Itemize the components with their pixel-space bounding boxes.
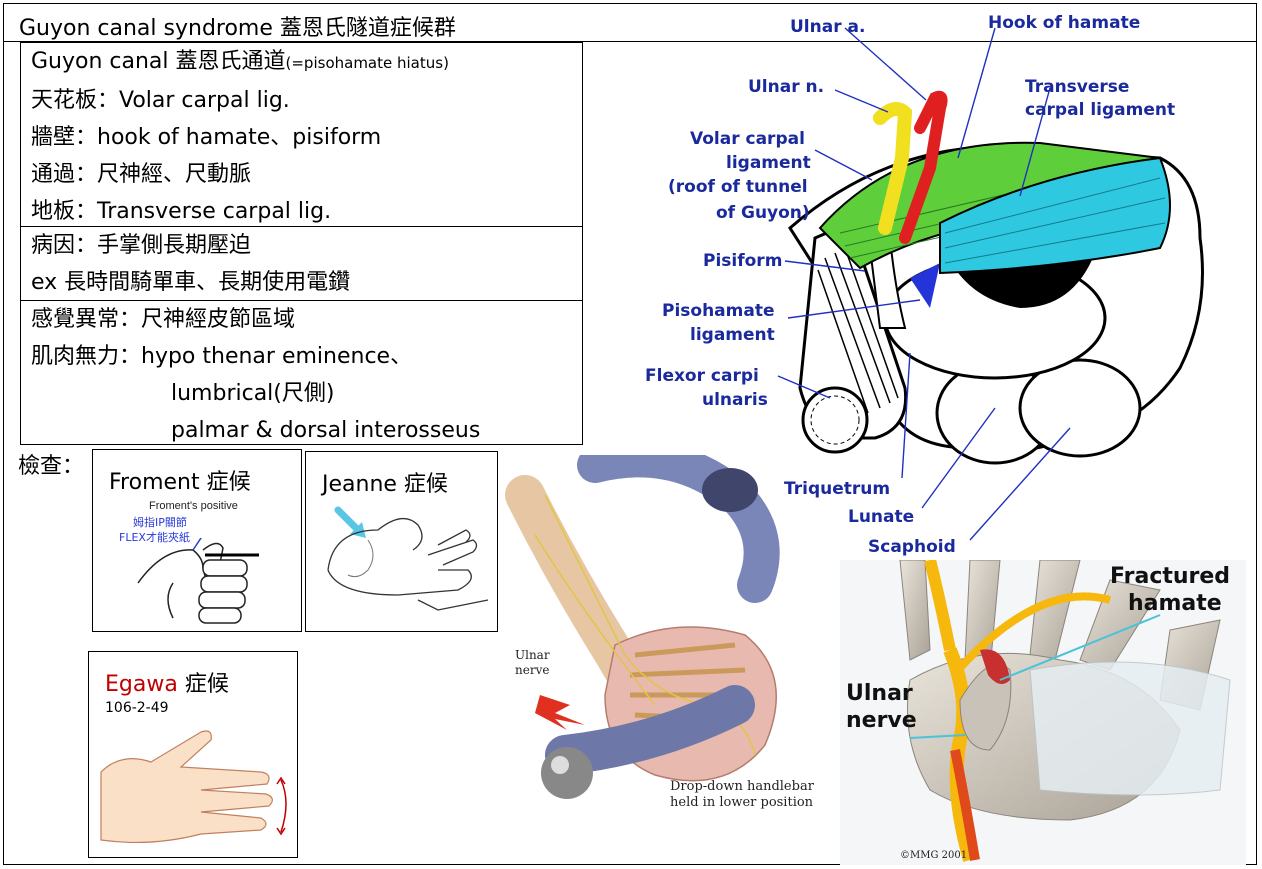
handlebar-caption-1: Drop-down handlebar	[670, 779, 814, 794]
guyon-anatomy-figure: Ulnar a. Hook of hamate Ulnar n. Transve…	[640, 8, 1252, 560]
froment-hand-illustration	[137, 538, 259, 624]
egawa-title-name: Egawa	[105, 672, 178, 697]
label-tcl-2: carpal ligament	[1025, 100, 1176, 120]
passing-line: 通過：尺神經、尺動脈	[31, 162, 252, 187]
notes-table: Guyon canal 蓋恩氏通道(=pisohamate hiatus) 天花…	[20, 42, 583, 445]
copyright-text: ©MMG 2001	[900, 850, 968, 861]
label-pisiform: Pisiform	[703, 251, 783, 271]
label-triquetrum: Triquetrum	[784, 479, 891, 499]
jeanne-card: Jeanne 症候	[305, 451, 498, 632]
fractured-hamate-figure: Fractured hamate Ulnar nerve ©MMG 2001	[840, 558, 1246, 865]
canal-heading-sub: (=pisohamate hiatus)	[285, 54, 449, 72]
symptoms-section: 感覺異常：尺神經皮節區域 肌肉無力：hypo thenar eminence、 …	[21, 301, 582, 444]
label-ulnar-nerve: Ulnar n.	[748, 77, 825, 97]
label-fractured: Fractured	[1110, 564, 1231, 589]
page-title: Guyon canal syndrome 蓋恩氏隧道症候群	[19, 16, 456, 41]
handlebar-ulnar-label-2: nerve	[515, 663, 550, 677]
froment-caption: Froment's positive	[149, 500, 238, 512]
cause-line: 病因：手掌側長期壓迫	[31, 233, 252, 258]
egawa-title: Egawa 症候	[105, 666, 229, 698]
label-lunate: Lunate	[848, 507, 915, 527]
egawa-card: Egawa 症候 106-2-49	[88, 651, 298, 858]
guyon-anatomy-illustration	[777, 27, 1204, 541]
motor-line-2: lumbrical(尺側)	[171, 381, 335, 406]
walls-line: 牆壁：hook of hamate、pisiform	[31, 125, 382, 150]
label-ulnar-artery: Ulnar a.	[790, 17, 866, 37]
sensory-line: 感覺異常：尺神經皮節區域	[31, 307, 296, 332]
label-scaphoid: Scaphoid	[868, 537, 956, 557]
example-line: ex 長時間騎單車、長期使用電鑽	[31, 270, 351, 295]
slide-frame	[3, 3, 1257, 865]
froment-card: Froment 症候 Froment's positive 姆指IP關節 FLE…	[92, 449, 302, 632]
froment-title: Froment 症候	[109, 470, 251, 495]
title-bar: Guyon canal syndrome 蓋恩氏隧道症候群	[3, 3, 1257, 42]
roof-line: 天花板：Volar carpal lig.	[31, 88, 290, 113]
canal-heading-main: Guyon canal 蓋恩氏通道	[31, 49, 286, 74]
label-fcu-2: ulnaris	[702, 390, 768, 410]
label-ulnar: Ulnar	[846, 681, 913, 706]
floor-line: 地板：Transverse carpal lig.	[31, 199, 332, 224]
motor-line-1: 肌肉無力：hypo thenar eminence、	[31, 344, 413, 369]
label-hamate: hamate	[1128, 591, 1222, 616]
label-pisohamate-1: Pisohamate	[662, 301, 775, 321]
label-hook-of-hamate: Hook of hamate	[988, 13, 1141, 33]
label-nerve: nerve	[846, 708, 917, 733]
label-vcl-4: of Guyon)	[716, 203, 810, 223]
anatomy-section: Guyon canal 蓋恩氏通道(=pisohamate hiatus) 天花…	[21, 43, 582, 227]
handlebar-caption-2: held in lower position	[670, 795, 814, 810]
etiology-section: 病因：手掌側長期壓迫 ex 長時間騎單車、長期使用電鑽	[21, 227, 582, 301]
label-vcl-2: ligament	[726, 153, 811, 173]
egawa-title-rest: 症候	[177, 672, 229, 697]
label-vcl-3: (roof of tunnel	[668, 177, 808, 197]
egawa-hand-illustration	[100, 730, 287, 844]
exam-label: 檢查：	[18, 454, 85, 479]
label-fcu-1: Flexor carpi	[645, 366, 759, 386]
canal-heading: Guyon canal 蓋恩氏通道(=pisohamate hiatus)	[31, 43, 582, 82]
handlebar-figure: Ulnar nerve Drop-down handlebar held in …	[505, 441, 815, 820]
jeanne-title: Jeanne 症候	[322, 472, 448, 497]
froment-note-1: 姆指IP關節	[133, 516, 187, 529]
motor-line-3: palmar & dorsal interosseus	[171, 418, 481, 443]
fractured-hamate-illustration	[899, 558, 1231, 862]
jeanne-hand-illustration	[327, 506, 489, 611]
handlebar-ulnar-label-1: Ulnar	[515, 648, 550, 662]
label-pisohamate-2: ligament	[690, 325, 775, 345]
egawa-code: 106-2-49	[105, 700, 169, 716]
froment-note-2: FLEX才能夾紙	[119, 531, 190, 544]
label-tcl-1: Transverse	[1025, 77, 1130, 97]
handlebar-illustration	[505, 441, 780, 799]
label-vcl-1: Volar carpal	[690, 129, 805, 149]
